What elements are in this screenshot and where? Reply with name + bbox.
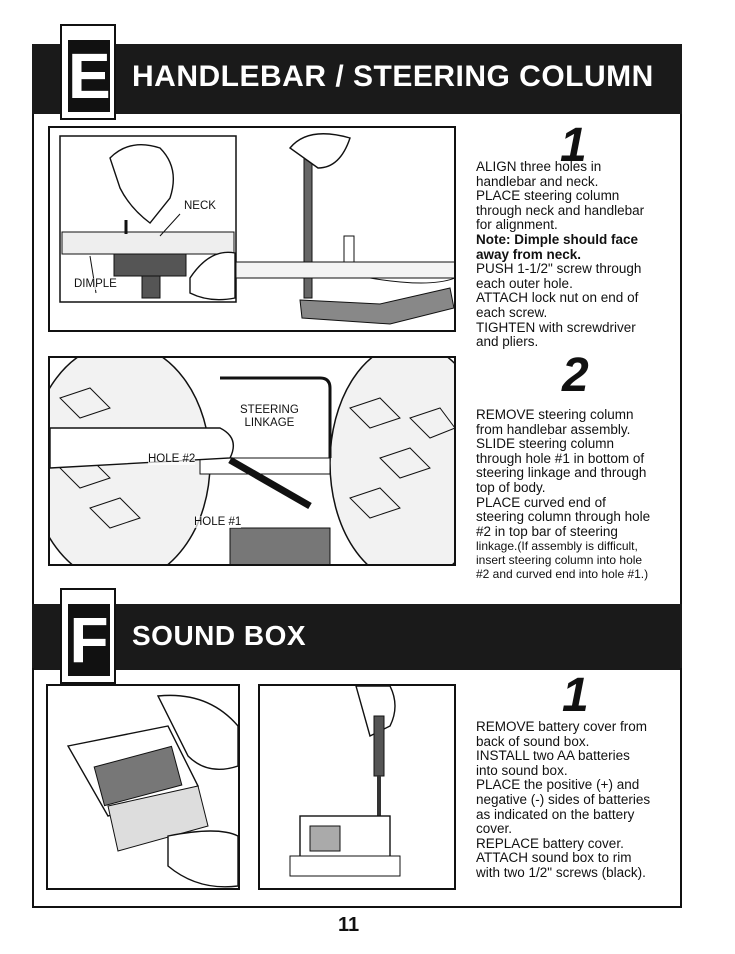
step-f1-line: negative (-) sides of batteries (476, 791, 651, 807)
step-e2-small-line: insert steering column into hole (476, 553, 643, 568)
section-e-side-frame (32, 114, 682, 604)
hole2-label: HOLE #2 (148, 453, 196, 465)
section-e-letter: E (68, 40, 111, 112)
steering-linkage-label: STEERING LINKAGE (240, 404, 299, 430)
step-e1-line: PUSH 1-1/2" screw through (476, 261, 642, 277)
step-f1-number: 1 (562, 669, 589, 722)
section-f-title: SOUND BOX (132, 620, 307, 651)
step-f1-line: ATTACH sound box to rim (476, 850, 632, 866)
step-e1-illustration (48, 126, 456, 332)
section-e-header: HANDLEBAR / STEERING COLUMN (32, 44, 682, 114)
dimple-label: DIMPLE (74, 278, 117, 290)
step-e2-small-line: #2 and curved end into hole #1.) (476, 567, 649, 582)
step-e1-line: each outer hole. (476, 275, 573, 291)
step-e2-line: top of body. (476, 479, 546, 495)
step-f1-line: into sound box. (476, 762, 568, 778)
step-e1-note: away from neck. (476, 246, 582, 262)
step-e2-line: SLIDE steering column (476, 436, 615, 452)
section-f-header: SOUND BOX (32, 604, 682, 670)
step-f1-line: back of sound box. (476, 733, 590, 749)
step-f1-illustration-left (46, 684, 240, 890)
section-f-letter: F (68, 604, 110, 676)
step-e1-line: ATTACH lock nut on end of (476, 290, 639, 306)
step-f1-illustration-right (258, 684, 456, 890)
step-e2-line: #2 in top bar of steering (476, 523, 618, 539)
step-e2-line: REMOVE steering column (476, 407, 634, 422)
step-e2-small-line: linkage.(If assembly is difficult, (476, 539, 638, 554)
step-e2-instructions: REMOVE steering column from handlebar as… (476, 407, 676, 582)
step-f1-line: INSTALL two AA batteries (476, 748, 630, 764)
step-e1-number: 1 (560, 119, 587, 172)
step-e2-line: through hole #1 in bottom of (476, 450, 645, 466)
step-f1-line: as indicated on the battery (476, 806, 635, 822)
step-e1-line: handlebar and neck. (476, 173, 599, 189)
step-f1-line: REPLACE battery cover. (476, 835, 624, 851)
step-e1-line: each screw. (476, 304, 548, 320)
hole1-label: HOLE #1 (194, 516, 242, 528)
step-e1-instructions: ALIGN three holes in handlebar and neck.… (476, 159, 676, 350)
sound-box-screwdriver-drawing (289, 686, 401, 877)
steering-linkage-label-line2: LINKAGE (244, 417, 295, 429)
step-e1-line: through neck and handlebar (476, 202, 645, 218)
handlebar-assembly-drawing (59, 133, 454, 325)
step-e1-line: PLACE steering column (476, 188, 620, 204)
section-e-title: HANDLEBAR / STEERING COLUMN (132, 60, 654, 93)
step-f1-line: PLACE the positive (+) and (476, 777, 640, 793)
step-e2-line: from handlebar assembly. (476, 421, 631, 437)
step-e2-line: steering linkage and through (476, 465, 647, 481)
step-e2-number: 2 (562, 349, 589, 402)
step-e1-line: for alignment. (476, 217, 558, 233)
step-e1-line: and pliers. (476, 334, 539, 350)
step-f1-line: cover. (476, 821, 513, 837)
section-f-frame (32, 668, 682, 908)
step-e1-note: Note: Dimple should face (476, 231, 639, 247)
step-e2-line: steering column through hole (476, 509, 651, 525)
sound-box-battery-drawing (66, 694, 238, 888)
step-e1-line: ALIGN three holes in (476, 159, 602, 174)
step-f1-line: with two 1/2" screws (black). (476, 864, 646, 880)
neck-label: NECK (184, 200, 216, 212)
steering-linkage-label-line1: STEERING (240, 404, 299, 416)
step-e1-line: TIGHTEN with screwdriver (476, 319, 636, 335)
step-f1-line: REMOVE battery cover from (476, 719, 648, 734)
page-number: 11 (338, 914, 360, 936)
step-e2-line: PLACE curved end of (476, 494, 606, 510)
step-f1-instructions: REMOVE battery cover from back of sound … (476, 719, 676, 881)
